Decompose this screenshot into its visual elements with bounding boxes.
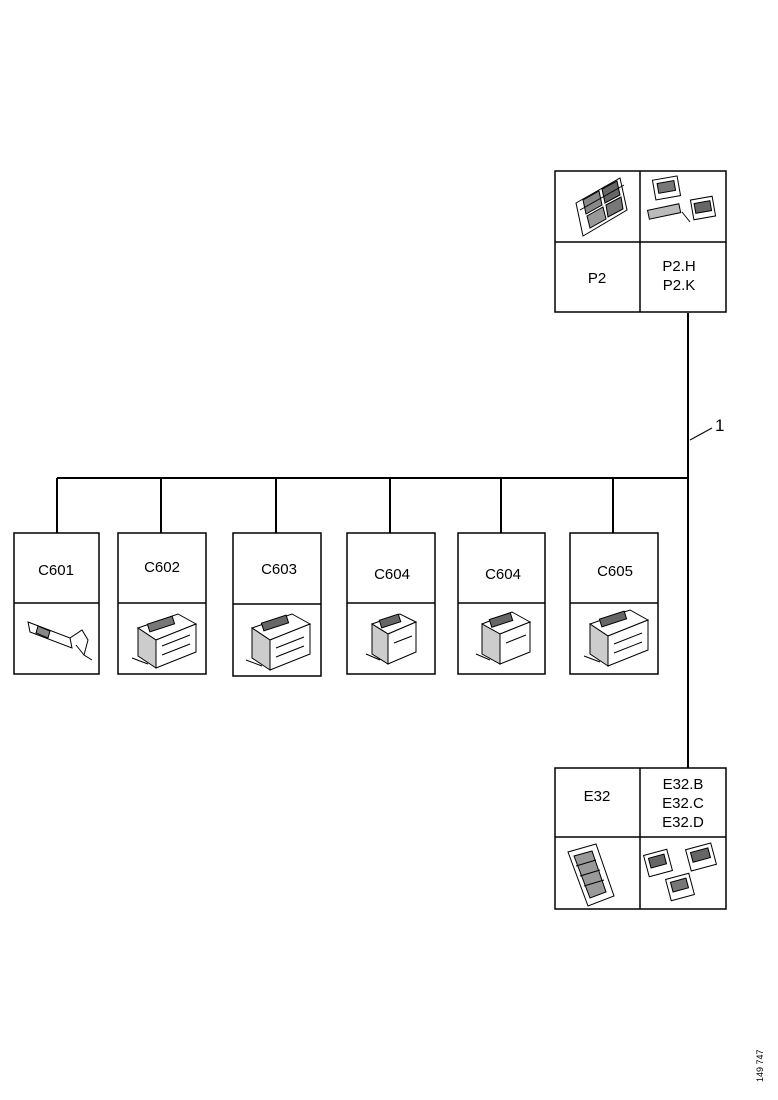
connector-housing-icon bbox=[475, 611, 532, 665]
e32-sub-label: E32.D bbox=[662, 814, 704, 831]
connector-box-c604b: C604 bbox=[457, 532, 546, 675]
connector-label: C605 bbox=[597, 563, 633, 580]
connector-box-c604a: C604 bbox=[346, 532, 436, 675]
e32-label: E32 bbox=[584, 788, 611, 805]
connector-box-c602: C602 bbox=[117, 532, 207, 675]
p2-sub-label: P2.K bbox=[663, 277, 696, 294]
connector-box-c605: C605 bbox=[569, 532, 659, 675]
terminal-pin-icon bbox=[27, 621, 93, 661]
connector-group-icon bbox=[642, 842, 718, 902]
e32-sub-label: E32.B bbox=[663, 776, 704, 793]
connector-block-icon bbox=[567, 843, 615, 907]
control-unit-board-icon bbox=[575, 177, 628, 237]
callout-leader bbox=[689, 427, 713, 441]
connector-pair-icon bbox=[646, 175, 717, 223]
connector-row: C601 C602 C bbox=[13, 532, 659, 677]
connector-box-c603: C603 bbox=[232, 532, 322, 677]
p2-sub-label: P2.H bbox=[662, 258, 695, 275]
connector-label: C604 bbox=[485, 566, 521, 583]
connector-label: C602 bbox=[144, 559, 180, 576]
connector-housing-icon bbox=[245, 613, 312, 671]
connector-housing-icon bbox=[365, 613, 418, 665]
connector-box-c601: C601 bbox=[13, 532, 100, 675]
connector-housing-icon bbox=[583, 609, 650, 667]
connector-housing-icon bbox=[131, 613, 198, 669]
connector-label: C604 bbox=[374, 566, 410, 583]
e32-component: E32 E32.B E32.C E32.D bbox=[554, 767, 727, 910]
connector-label: C601 bbox=[38, 562, 74, 579]
document-id: 149 747 bbox=[755, 1049, 765, 1082]
p2-label: P2 bbox=[588, 270, 606, 287]
harness-lines bbox=[56, 313, 689, 768]
callout-number: 1 bbox=[715, 416, 724, 435]
e32-sub-label: E32.C bbox=[662, 795, 704, 812]
harness-callout: 1 bbox=[689, 416, 724, 441]
connector-label: C603 bbox=[261, 561, 297, 578]
p2-component: P2 P2.H P2.K bbox=[554, 170, 727, 313]
